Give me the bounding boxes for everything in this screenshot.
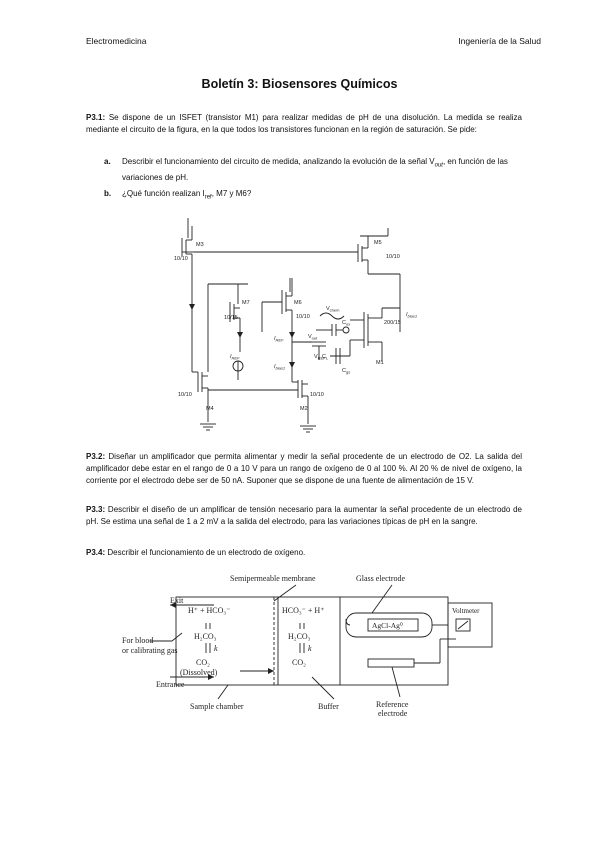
problem-3-2-label: P3.2: [86,452,106,461]
problem-3-1-item-b: b. ¿Qué función realizan Iref, M7 y M6? [104,188,522,204]
item-b-sub: ref [204,194,212,201]
label-eq1: H⁺ + HCO₃⁻ [188,606,230,615]
label-h2co3-1: H₂CO₃ [194,632,217,641]
label-vchem: Vchem [326,306,340,313]
label-m3: M3 [196,242,204,248]
transistor-m1 [316,307,400,364]
label-eq2: HCO₃⁻ + H⁺ [282,606,324,615]
label-sample-chamber: Sample chamber [190,702,244,711]
problem-3-1: P3.1: Se dispone de un ISFET (transistor… [86,112,522,136]
label-glass-electrode: Glass electrode [356,574,406,583]
item-b-text2: , M7 y M6? [211,189,252,198]
ground-symbol-right [300,425,316,433]
label-m5: M5 [374,240,382,246]
problem-3-1-label: P3.1: [86,113,106,122]
label-entrance: Entrance [156,680,185,689]
label-m6-ratio: 10/10 [296,314,310,320]
label-exit: Exit [170,596,184,605]
label-m2: M2 [300,406,308,412]
transistor-m6 [261,278,293,334]
electrode-diagram: Semipermeable membrane Glass electrode E… [122,574,493,717]
label-calibrating: or calibrating gas [122,646,178,655]
label-semipermeable: Semipermeable membrane [230,574,316,583]
label-reference: Reference [376,700,409,709]
problem-3-1-text: Se dispone de un ISFET (transistor M1) p… [86,113,522,134]
transistor-m2 [208,380,309,424]
label-vref: VREF [314,354,326,361]
label-m7: M7 [242,300,250,306]
label-electrode: electrode [378,709,408,717]
label-cox: Cox [342,320,350,327]
problem-3-3-label: P3.3: [86,505,106,514]
label-m7-ratio: 10/15 [224,315,238,321]
transistor-m4 [192,371,209,422]
header-right: Ingeniería de la Salud [458,36,541,46]
label-agcl: AgCl-Ag⁰ [372,621,403,630]
circuit-schematic: M3 10/10 M5 10/10 M7 10/15 M6 10/10 10/1… [174,218,417,433]
label-co2-2: CO₂ [292,658,306,667]
transistor-m5 [357,235,401,332]
label-m4-ratio: 10/10 [178,392,192,398]
problem-3-1-item-a: a. Describir el funcionamiento del circu… [104,156,522,184]
label-buffer: Buffer [318,702,339,711]
transistor-m3 [181,226,358,270]
item-a-sub: out [434,162,443,169]
label-m1-ratio: 200/15 [384,320,401,326]
problem-3-3: P3.3: Describir el diseño de un amplific… [86,504,522,528]
item-a-text: Describir el funcionamiento del circuito… [122,157,435,166]
label-iref-2: IREF [274,336,284,343]
label-cl: CL [322,354,329,361]
label-vout: Vout [308,334,318,341]
label-cgs: Cgs [342,368,350,375]
label-k2: k [308,644,312,653]
label-h2co3-2: H₂CO₃ [288,632,311,641]
problem-3-2-text: Diseñar un amplificador que permita alim… [86,452,522,485]
label-m6: M6 [294,300,302,306]
label-iref: IREF [230,354,240,361]
problem-3-3-text: Describir el diseño de un amplificar de … [86,505,522,526]
label-m2-ratio: 10/10 [310,392,324,398]
label-m4: M4 [206,406,214,412]
item-b-text: ¿Qué función realizan I [122,189,205,198]
label-voltmeter: Voltmeter [452,607,480,615]
item-a-text2: , en función de las variaciones de pH. [122,157,508,182]
problem-3-4-label: P3.4: [86,548,106,557]
label-for-blood: For blood [122,636,153,645]
label-k1: k [214,644,218,653]
label-ibias1: Ibias1 [274,364,285,371]
problem-3-2: P3.2: Diseñar un amplificador que permit… [86,451,522,487]
problem-3-4: P3.4: Describir el funcionamiento de un … [86,547,522,559]
label-m5-ratio: 10/10 [386,254,400,260]
label-m3-ratio: 10/10 [174,256,188,262]
label-dissolved: (Dissolved) [180,668,218,677]
label-co2-1: CO₂ [196,658,210,667]
label-ibias1-right: Ibias1 [406,312,417,319]
page-title: Boletín 3: Biosensores Químicos [201,77,398,91]
header-left: Electromedicina [86,36,147,46]
label-m1: M1 [376,360,384,366]
item-b-label: b. [104,189,112,198]
ground-symbol-left [200,423,216,431]
item-a-label: a. [104,157,111,166]
problem-3-4-text: Describir el funcionamiento de un electr… [105,548,306,557]
